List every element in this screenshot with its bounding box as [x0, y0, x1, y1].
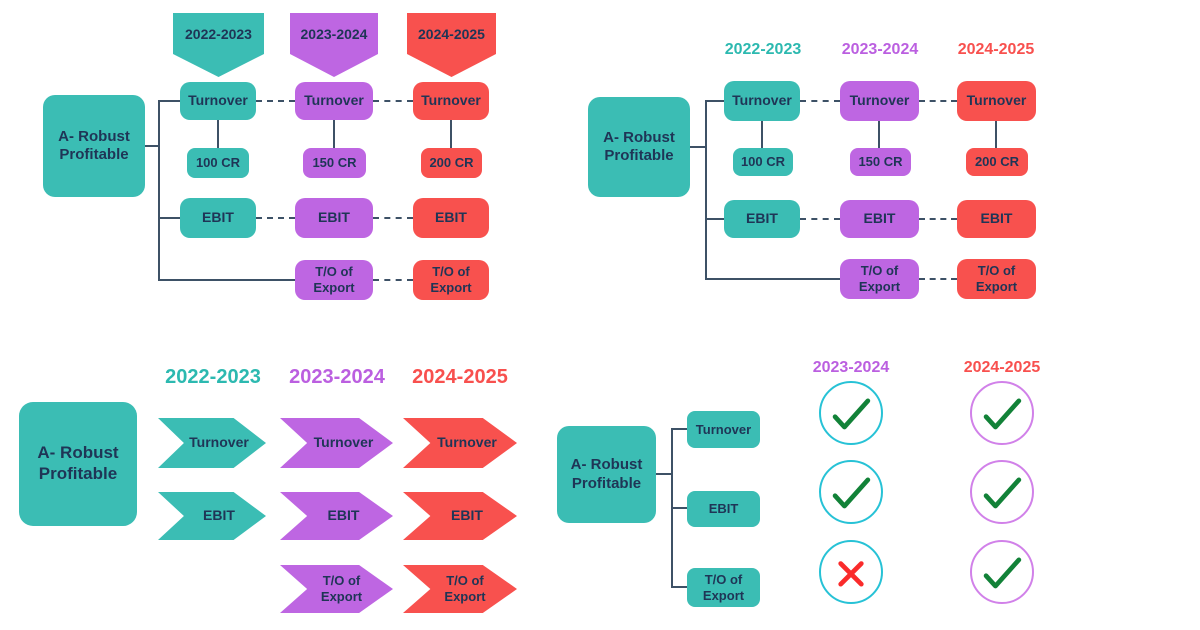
year-banner: 2022-2023 — [173, 13, 264, 77]
connector-dashed — [373, 217, 413, 219]
check-icon — [983, 477, 1022, 509]
export-node: T/O of Export — [957, 259, 1036, 299]
amount-node: 150 CR — [850, 148, 911, 176]
export-arrow: T/O of Export — [403, 565, 517, 613]
turnover-arrow: Turnover — [403, 418, 517, 468]
cross-icon — [838, 561, 864, 587]
year-header: 2022-2023 — [724, 41, 802, 58]
connector-line — [158, 217, 180, 219]
connector-dashed — [919, 100, 957, 102]
root-node: A- Robust Profitable — [43, 95, 145, 197]
ebit-node: EBIT — [687, 491, 760, 527]
amount-node: 150 CR — [303, 148, 366, 178]
connector-line — [705, 218, 724, 220]
status-circle — [970, 540, 1034, 604]
connector-line — [656, 473, 671, 475]
check-icon — [983, 398, 1022, 430]
connector-line — [705, 100, 724, 102]
connector-line — [878, 121, 880, 148]
connector-line — [761, 121, 763, 148]
connector-line — [450, 120, 452, 148]
connector-dashed — [800, 100, 840, 102]
connector-line — [995, 121, 997, 148]
connector-dashed — [919, 218, 957, 220]
ebit-node: EBIT — [840, 200, 919, 238]
turnover-arrow: Turnover — [158, 418, 266, 468]
connector-line — [217, 120, 219, 148]
connector-line — [158, 100, 180, 102]
status-circle — [819, 381, 883, 445]
amount-node: 100 CR — [733, 148, 793, 176]
export-node: T/O of Export — [413, 260, 489, 300]
amount-node: 100 CR — [187, 148, 249, 178]
ebit-node: EBIT — [180, 198, 256, 238]
turnover-node: Turnover — [180, 82, 256, 120]
status-circle — [819, 460, 883, 524]
year-banner: 2024-2025 — [407, 13, 496, 77]
year-header: 2023-2024 — [812, 359, 890, 376]
connector-line — [671, 428, 687, 430]
turnover-node: Turnover — [295, 82, 373, 120]
turnover-node: Turnover — [957, 81, 1036, 121]
ebit-node: EBIT — [295, 198, 373, 238]
turnover-node: Turnover — [687, 411, 760, 448]
connector-dashed — [919, 278, 957, 280]
turnover-node: Turnover — [413, 82, 489, 120]
check-icon — [832, 477, 871, 509]
connector-line — [705, 278, 840, 280]
turnover-node: Turnover — [840, 81, 919, 121]
year-banner: 2023-2024 — [290, 13, 378, 77]
export-arrow: T/O of Export — [280, 565, 393, 613]
year-header: 2023-2024 — [289, 366, 385, 388]
ebit-arrow: EBIT — [280, 492, 393, 540]
ebit-arrow: EBIT — [403, 492, 517, 540]
connector-dashed — [800, 218, 840, 220]
export-node: T/O of Export — [840, 259, 919, 299]
turnover-arrow: Turnover — [280, 418, 393, 468]
connector-dashed — [373, 100, 413, 102]
connector-line — [705, 100, 707, 280]
amount-node: 200 CR — [421, 148, 482, 178]
ebit-node: EBIT — [957, 200, 1036, 238]
export-node: T/O of Export — [295, 260, 373, 300]
year-header: 2022-2023 — [165, 366, 261, 388]
connector-line — [690, 146, 705, 148]
ebit-node: EBIT — [413, 198, 489, 238]
connector-dashed — [373, 279, 413, 281]
year-header: 2024-2025 — [957, 41, 1035, 58]
check-icon — [832, 398, 871, 430]
ebit-node: EBIT — [724, 200, 800, 238]
status-circle — [819, 540, 883, 604]
status-circle — [970, 460, 1034, 524]
export-node: T/O of Export — [687, 568, 760, 607]
connector-line — [158, 279, 295, 281]
root-node: A- Robust Profitable — [19, 402, 137, 526]
connector-dashed — [256, 217, 295, 219]
turnover-node: Turnover — [724, 81, 800, 121]
connector-dashed — [256, 100, 295, 102]
connector-line — [145, 145, 159, 147]
year-header: 2024-2025 — [963, 359, 1041, 376]
connector-line — [333, 120, 335, 148]
connector-line — [671, 507, 687, 509]
status-circle — [970, 381, 1034, 445]
ebit-arrow: EBIT — [158, 492, 266, 540]
root-node: A- Robust Profitable — [557, 426, 656, 523]
connector-line — [158, 100, 160, 281]
year-header: 2023-2024 — [841, 41, 919, 58]
root-node: A- Robust Profitable — [588, 97, 690, 197]
year-header: 2024-2025 — [412, 366, 508, 388]
check-icon — [983, 557, 1022, 589]
connector-line — [671, 586, 687, 588]
amount-node: 200 CR — [966, 148, 1028, 176]
